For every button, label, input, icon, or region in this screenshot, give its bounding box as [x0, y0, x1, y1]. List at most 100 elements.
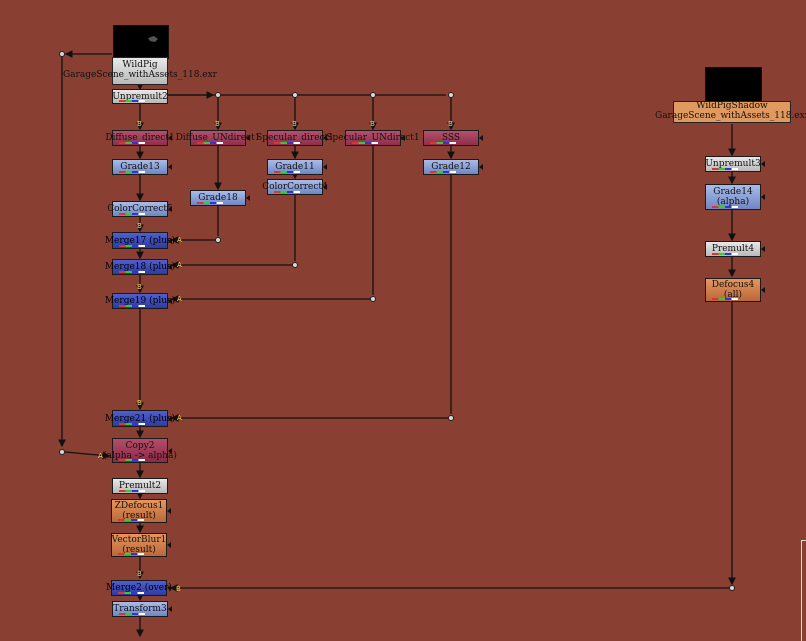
- mask-input-icon: [401, 135, 405, 141]
- dot-node[interactable]: [370, 296, 376, 302]
- node-premult4[interactable]: Premult4: [705, 241, 765, 257]
- mask-input-icon: [323, 164, 327, 170]
- mask-input-icon: [246, 195, 250, 201]
- mask-input-icon: [761, 194, 765, 200]
- dot-node[interactable]: [729, 585, 735, 591]
- input-b-tag: B: [137, 570, 142, 578]
- mask-input-icon: [168, 298, 172, 304]
- dot-node[interactable]: [59, 449, 65, 455]
- node-label: Grade11: [275, 162, 315, 172]
- mask-input-icon: [479, 164, 483, 170]
- node-vectorblur1[interactable]: VectorBlur1(result): [111, 533, 171, 557]
- node-merge2[interactable]: Merge2 (over): [106, 580, 172, 596]
- mask-input-icon: [168, 206, 172, 212]
- mask-input-icon: [168, 237, 172, 244]
- mask-input-icon: [168, 606, 172, 612]
- node-label: Grade13: [120, 162, 160, 172]
- node-unpremult2[interactable]: Unpremult2: [112, 89, 168, 104]
- node-diffuse-undirect1[interactable]: Diffuse_UNdirect1: [176, 130, 260, 146]
- node-merge19[interactable]: Merge19 (plus): [105, 293, 175, 309]
- node-label: Merge19 (plus): [104, 296, 176, 306]
- wildpig-thumbnail: [113, 25, 169, 59]
- node-label: ColorCorrect5: [107, 204, 173, 214]
- node-label: Specular_direct1: [256, 133, 334, 143]
- node-label: Specular_UNdirect1: [326, 133, 420, 143]
- node-label: SSS: [441, 133, 461, 143]
- dot-node[interactable]: [292, 262, 298, 268]
- node-label: Merge18 (plus): [104, 262, 176, 272]
- node-zdefocus1[interactable]: ZDefocus1(result): [111, 499, 171, 523]
- input-a-tag: A: [177, 261, 182, 269]
- node-label: ZDefocus1: [114, 501, 164, 511]
- node-sublabel: (alpha -> alpha): [103, 450, 177, 461]
- input-a-tag: A: [98, 452, 103, 460]
- node-sublabel: (alpha): [716, 197, 750, 207]
- node-diffuse-direct1[interactable]: Diffuse_direct1: [105, 130, 175, 146]
- node-label: Premult2: [118, 481, 162, 491]
- input-b-tag: B: [137, 283, 142, 291]
- dot-node[interactable]: [370, 92, 376, 98]
- mask-input-icon: [168, 135, 172, 141]
- node-merge18[interactable]: Merge18 (plus): [105, 259, 175, 275]
- node-grade11[interactable]: Grade11: [267, 159, 327, 175]
- read-node-name: WildPigShadow: [696, 101, 768, 111]
- node-label: VectorBlur1: [111, 535, 167, 545]
- input-b-tag: B: [370, 120, 375, 128]
- node-specular-undirect1[interactable]: Specular_UNdirect1: [326, 130, 420, 146]
- input-b-tag: B: [176, 585, 181, 593]
- input-b-tag: B: [215, 120, 220, 128]
- mask-input-icon: [168, 447, 172, 454]
- node-specular-direct1[interactable]: Specular_direct1: [256, 130, 334, 146]
- dot-node[interactable]: [59, 51, 65, 57]
- node-grade14[interactable]: Grade14(alpha): [705, 184, 765, 210]
- dot-node[interactable]: [215, 237, 221, 243]
- mask-input-icon: [167, 508, 171, 514]
- read-node-filename: GarageScene_withAssets_118.exr: [655, 111, 806, 121]
- node-copy2[interactable]: Copy2(alpha -> alpha): [103, 438, 177, 463]
- node-defocus4[interactable]: Defocus4(all): [705, 278, 765, 302]
- wildpigshadow-label-box: [673, 101, 791, 123]
- node-grade12[interactable]: Grade12: [423, 159, 483, 175]
- input-a-tag: A: [177, 236, 182, 244]
- mask-input-icon: [167, 542, 171, 548]
- node-transform3[interactable]: Transform3: [112, 601, 172, 617]
- input-b-tag: B: [137, 222, 142, 230]
- node-premult2[interactable]: Premult2: [112, 478, 168, 494]
- node-colorcorrect4[interactable]: ColorCorrect4: [262, 179, 328, 195]
- node-label: ColorCorrect4: [262, 182, 328, 192]
- node-label: Unpremult3: [705, 159, 761, 169]
- read-node-filename: GarageScene_withAssets_118.exr: [62, 70, 217, 80]
- node-colorcorrect5[interactable]: ColorCorrect5: [107, 201, 173, 217]
- node-sublabel: (all): [723, 290, 743, 300]
- node-label: Unpremult2: [112, 91, 168, 102]
- node-label: Grade18: [198, 193, 238, 203]
- node-label: Transform3: [113, 604, 167, 614]
- input-a-tag: A: [177, 295, 182, 303]
- mask-input-icon: [761, 161, 765, 167]
- node-sublabel: (result): [122, 511, 156, 521]
- node-sublabel: (result): [122, 545, 156, 555]
- dot-node[interactable]: [292, 92, 298, 98]
- mask-input-icon: [168, 164, 172, 170]
- wildpig-label-box: [112, 57, 168, 85]
- dot-node[interactable]: [448, 415, 454, 421]
- mask-input-icon: [246, 135, 250, 141]
- node-grade13[interactable]: Grade13: [112, 159, 172, 175]
- node-sss[interactable]: SSS: [423, 130, 483, 146]
- dot-node[interactable]: [448, 92, 454, 98]
- input-b-tag: B: [137, 120, 142, 128]
- mask-input-icon: [479, 135, 483, 141]
- dot-node[interactable]: [215, 92, 221, 98]
- node-grade18[interactable]: Grade18: [190, 190, 250, 206]
- node-label: Diffuse_UNdirect1: [175, 133, 261, 143]
- mask-input-icon: [323, 135, 327, 141]
- node-merge21[interactable]: Merge21 (plus): [105, 410, 175, 427]
- read-node-name: WildPig: [122, 60, 158, 70]
- offscreen-node-edge: [801, 540, 806, 641]
- node-unpremult3[interactable]: Unpremult3: [705, 156, 765, 172]
- node-merge17[interactable]: Merge17 (plus): [105, 232, 175, 249]
- node-label: Merge21 (plus): [104, 413, 176, 424]
- wildpigshadow-thumbnail: [705, 67, 762, 103]
- mask-input-icon: [761, 287, 765, 293]
